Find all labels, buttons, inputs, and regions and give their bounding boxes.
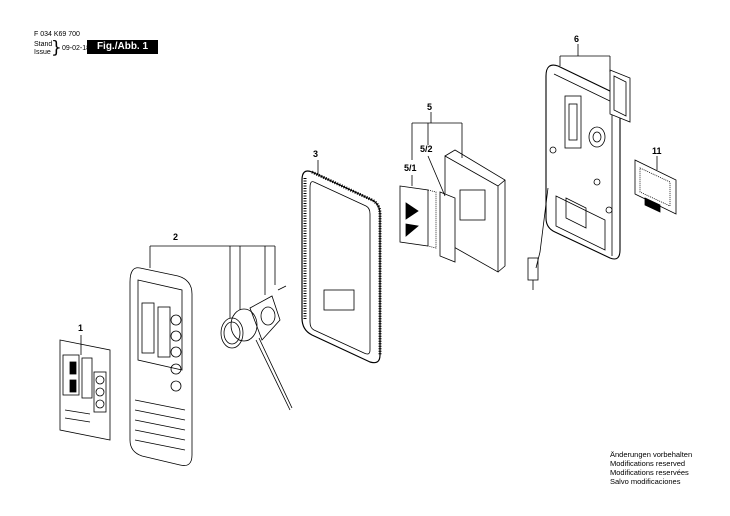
part-number: F 034 K69 700 <box>34 31 80 38</box>
part-6-rear-housing <box>527 44 631 290</box>
part-1-label-sheet <box>59 335 111 441</box>
callout-1: 1 <box>78 323 83 333</box>
part-3-bezel-frame <box>301 160 382 364</box>
issue-date: 09-02-18 <box>62 45 91 52</box>
callout-5: 5 <box>427 102 432 112</box>
note-fr: Modifications reservées <box>610 468 689 477</box>
callout-2: 2 <box>173 232 178 242</box>
leader-5 <box>411 112 463 197</box>
issue-label: Issue <box>34 49 51 56</box>
leader-2 <box>149 245 276 318</box>
part-5-receiver-module <box>399 149 506 273</box>
callout-5-1: 5/1 <box>404 163 417 173</box>
part-11-battery-cover <box>634 156 677 215</box>
callout-6: 6 <box>574 34 579 44</box>
stand-label: Stand <box>34 41 53 48</box>
note-es: Salvo modificaciones <box>610 477 681 486</box>
callout-3: 3 <box>313 149 318 159</box>
callout-5-2: 5/2 <box>420 144 433 154</box>
modification-notes: Änderungen vorbehalten Modifications res… <box>610 450 692 486</box>
note-de: Änderungen vorbehalten <box>610 450 693 459</box>
brace-glyph: } <box>51 38 62 58</box>
note-en: Modifications reserved <box>610 459 686 468</box>
part-2-front-housing <box>129 267 193 466</box>
callout-11: 11 <box>652 146 662 156</box>
figure-badge: Fig./Abb. 1 <box>87 40 158 54</box>
part-2-accessories <box>220 285 293 411</box>
